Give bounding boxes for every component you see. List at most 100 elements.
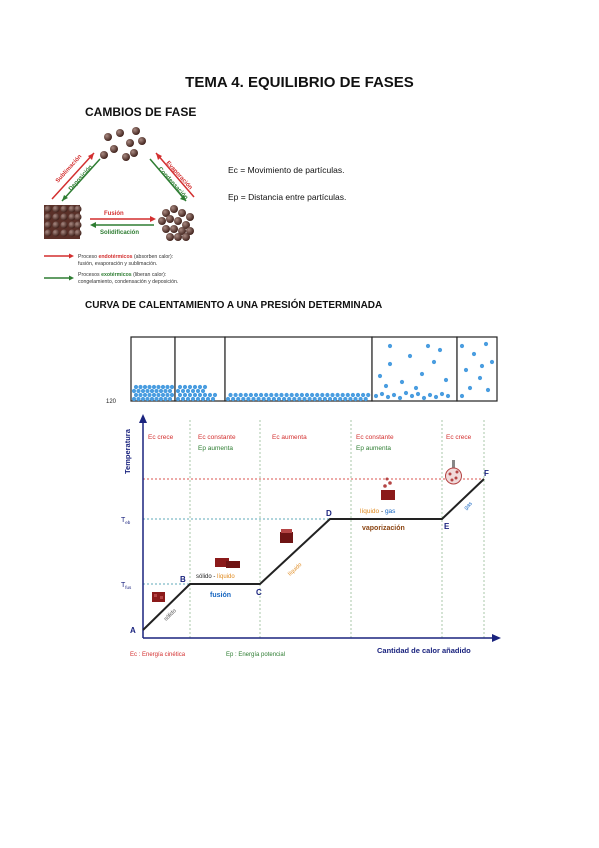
liquid-particle	[238, 392, 243, 398]
vapor-particle	[425, 343, 431, 349]
vapor-particle	[379, 391, 385, 397]
liquid-particle	[292, 396, 297, 402]
deposition-arrow	[61, 158, 101, 202]
vapor-particle	[445, 393, 451, 399]
vapor-particle	[427, 392, 433, 398]
footer-ep: Ep : Energía potencial	[226, 652, 285, 658]
liquid-particle	[251, 396, 256, 402]
vapor-particle	[431, 359, 437, 365]
phase-change-diagram: Sublimación Deposición Evaporación Conde…	[44, 127, 195, 285]
vapor-particle	[385, 394, 391, 400]
liquid-particle	[264, 392, 269, 398]
melting-particle	[202, 384, 208, 390]
liquid-particle	[294, 392, 299, 398]
note-ep: Ep = Distancia entre partículas.	[228, 192, 347, 202]
solid-particle	[149, 396, 155, 402]
segment-dividers	[189, 420, 485, 638]
liquid-particle	[299, 392, 304, 398]
solid-particle	[163, 388, 168, 394]
gas-particles-icon	[100, 127, 146, 161]
solid-particle	[158, 396, 164, 402]
vapor-particle	[443, 377, 449, 383]
solid-particle	[142, 392, 148, 398]
point-e: E	[444, 522, 450, 531]
liquid-particle	[266, 396, 271, 402]
melting-particle	[210, 396, 216, 402]
note-ec: Ec = Movimiento de partículas.	[228, 165, 345, 175]
liquid-particle	[340, 392, 345, 398]
solidification-label: Solidificación	[100, 230, 139, 236]
vapor-particle	[413, 385, 419, 391]
melting-particle	[182, 384, 188, 390]
vapor-particle	[407, 353, 413, 359]
vapor-particle	[399, 379, 405, 385]
vapor-particle	[383, 383, 389, 389]
footer-ec: Ec : Energía cinética	[130, 652, 186, 658]
plateau2-name: vaporización	[362, 525, 405, 532]
liquid-particle	[327, 396, 333, 402]
liquid-particle	[246, 396, 251, 402]
melting-particle	[202, 392, 208, 398]
melting-block-icon	[215, 558, 240, 568]
condensation-arrow	[149, 158, 187, 202]
vapor-particle	[373, 393, 379, 399]
segment4-ep: Ep aumenta	[356, 445, 391, 452]
segment1-ec: Ec crece	[148, 434, 174, 441]
evaporation-arrow	[155, 152, 195, 198]
vapor-particle	[397, 395, 403, 401]
melting-particle	[187, 392, 193, 398]
liquid-particle	[312, 396, 317, 402]
segment2-ep: Ep aumenta	[198, 445, 233, 452]
vapor-particle	[415, 391, 421, 397]
melting-particle	[185, 396, 191, 402]
liquid-particle	[302, 396, 307, 402]
liquid-particle	[233, 392, 238, 398]
melting-particle	[195, 388, 201, 394]
liquid-particle	[361, 392, 366, 398]
section-title-phase-changes: CAMBIOS DE FASE	[85, 105, 197, 119]
vapor-particle	[387, 361, 393, 367]
legend-exo-line2: congelamiento, condensación y deposición…	[78, 279, 178, 285]
liquid-particle	[358, 396, 363, 402]
liquid-particle	[253, 392, 259, 398]
fusion-label: Fusión	[104, 211, 124, 217]
liquid-particle	[307, 396, 312, 402]
liquid-particle	[282, 396, 287, 402]
liquid-particle	[353, 396, 358, 402]
melting-particle	[200, 388, 206, 394]
liquid-particle	[231, 396, 236, 402]
melting-particle	[212, 392, 218, 398]
liquid-particle	[243, 392, 248, 398]
solid-particle	[154, 388, 159, 394]
gas-flask-icon	[445, 460, 462, 485]
melting-particle	[192, 384, 198, 390]
point-d: D	[326, 509, 332, 518]
liquid-particle	[284, 392, 289, 398]
gas-particle	[459, 393, 465, 399]
solid-particle	[140, 388, 146, 394]
sublimation-arrow	[51, 152, 95, 200]
liquid-particle	[271, 396, 276, 402]
solid-particle	[154, 396, 159, 402]
vapor-particle	[409, 393, 415, 399]
boiling-icon	[381, 477, 395, 500]
melting-particle	[175, 388, 181, 394]
liquid-particle	[325, 392, 330, 398]
vapor-particle	[377, 373, 383, 379]
solid-slope-label: sólido	[163, 608, 178, 622]
t-fus-label: Tfus	[121, 582, 132, 590]
liquid-particle	[348, 396, 353, 402]
particle-state-boxes	[130, 336, 498, 402]
melting-particle	[185, 388, 191, 394]
vapor-particle	[403, 390, 409, 396]
solid-particle	[133, 392, 139, 398]
solid-particle	[165, 392, 170, 398]
liquid-particle	[276, 396, 282, 402]
liquid-particle	[335, 392, 340, 398]
melting-particle	[190, 388, 196, 394]
liquid-particle	[315, 392, 320, 398]
plateau2-states: líquido - gas	[360, 508, 396, 515]
solid-particle	[169, 384, 175, 390]
top-axis-label: 120	[106, 399, 117, 405]
liquid-particle	[350, 392, 355, 398]
